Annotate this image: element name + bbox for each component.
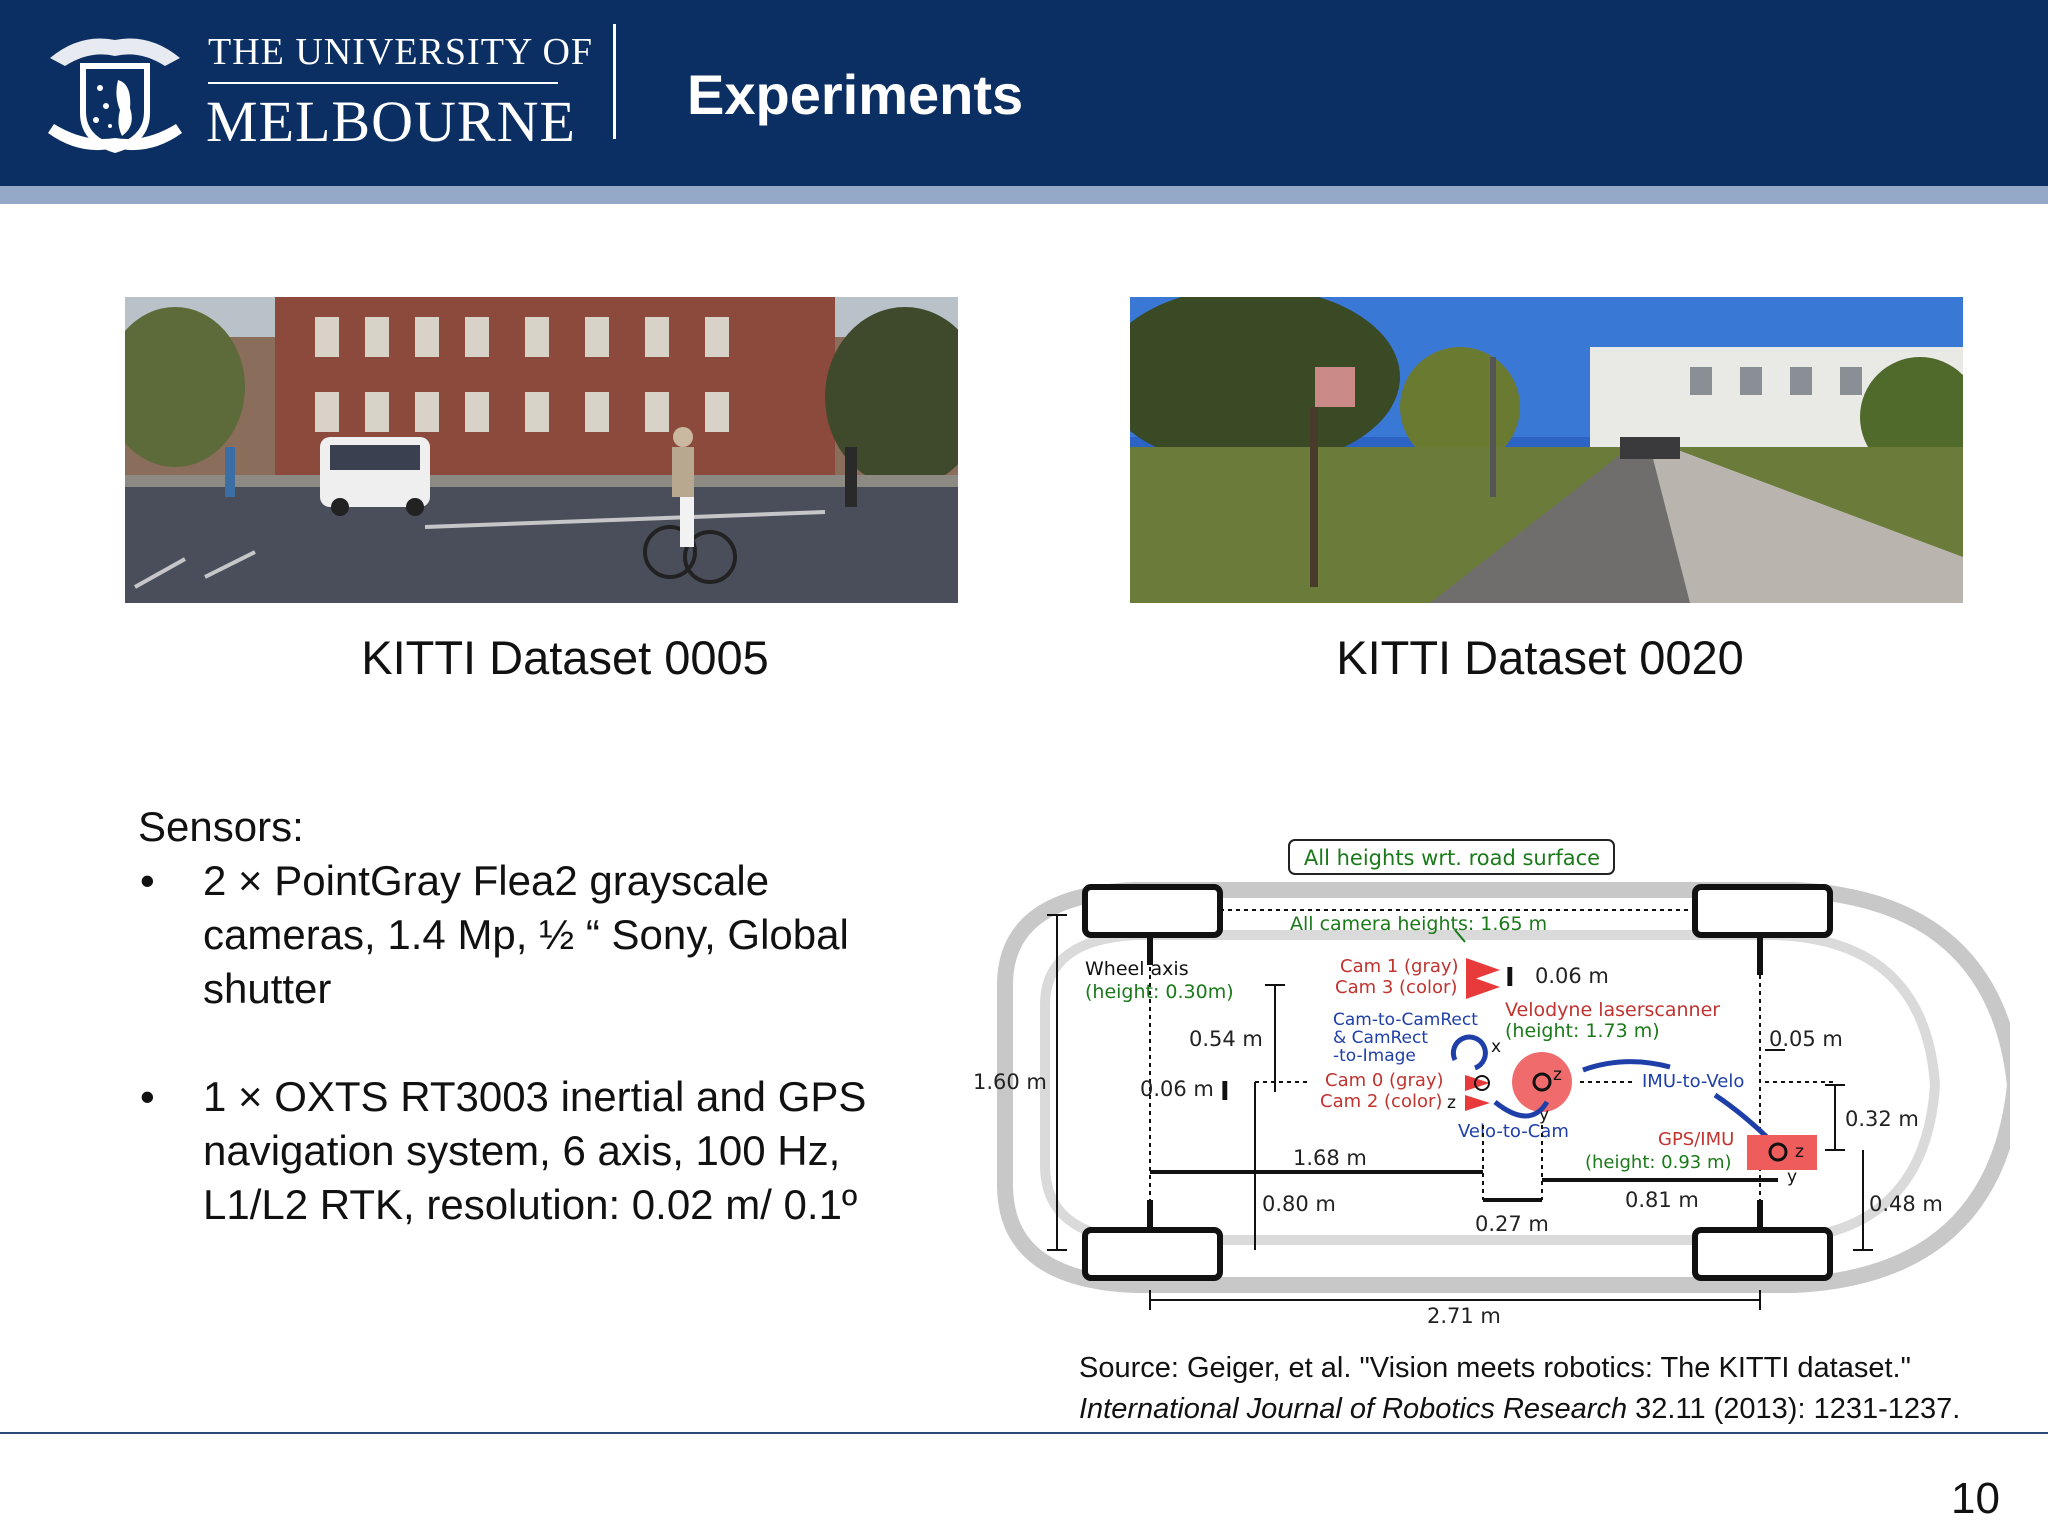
cam1-camera-icon	[1466, 958, 1500, 982]
cam0-label: Cam 0 (gray)	[1325, 1070, 1444, 1091]
wheel-rear-right	[1692, 1227, 1833, 1281]
sensors-section: Sensors: • 2 × PointGray Flea2 grayscale…	[138, 800, 898, 1232]
cam-rect-label-3: -to-Image	[1333, 1046, 1416, 1066]
bullet-icon: •	[140, 1073, 155, 1120]
wheel-axis-height: (height: 0.30m)	[1085, 981, 1234, 1003]
cam0-camera-icon	[1465, 1075, 1490, 1091]
velodyne-origin-icon	[1532, 1072, 1552, 1092]
dim-0-48-label: 0.48 m	[1869, 1192, 1943, 1216]
kitti-0020-photo	[1130, 297, 1963, 603]
header-divider	[613, 24, 616, 139]
cam-axis-x: x	[1491, 1037, 1501, 1057]
dim-0-06-left-label: 0.06 m	[1140, 1077, 1214, 1101]
university-crest-logo	[48, 38, 182, 153]
sensor-gps-text: 1 × OXTS RT3003 inertial and GPS navigat…	[203, 1073, 867, 1228]
gps-axis-z: z	[1795, 1142, 1804, 1162]
dim-0-54-label: 0.54 m	[1189, 1027, 1263, 1051]
source-details: 32.11 (2013): 1231-1237.	[1627, 1393, 1961, 1425]
dim-marker: I	[1220, 1077, 1230, 1107]
source-line1: Source: Geiger, et al. "Vision meets rob…	[1079, 1352, 1911, 1384]
cam-origin-icon	[1474, 1075, 1490, 1091]
dim-0-05-label: 0.05 m	[1769, 1027, 1843, 1051]
kitti-0005-caption: KITTI Dataset 0005	[361, 631, 769, 684]
cam2-camera-icon	[1465, 1095, 1490, 1111]
imu-to-velo-label: IMU-to-Velo	[1642, 1071, 1744, 1092]
note-box	[1288, 839, 1615, 875]
source-journal: International Journal of Robotics Resear…	[1079, 1393, 1628, 1425]
university-name-line1: THE UNIVERSITY OF	[208, 31, 594, 73]
cam-rect-label-1: Cam-to-CamRect	[1333, 1010, 1478, 1030]
university-name-line2: MELBOURNE	[206, 89, 576, 154]
note-text: All heights wrt. road surface	[1304, 846, 1600, 870]
dim-0-06-right-label: 0.06 m	[1535, 964, 1609, 988]
dim-0-27-label: 0.27 m	[1475, 1212, 1549, 1236]
dim-1-68-label: 1.68 m	[1293, 1146, 1367, 1170]
cam1-label: Cam 1 (gray)	[1340, 956, 1459, 977]
dim-1-60-label: 1.60 m	[973, 1070, 1047, 1094]
cam-axis-z: z	[1447, 1093, 1456, 1113]
camera-heights-label: All camera heights: 1.65 m	[1290, 913, 1547, 935]
velo-to-cam-arrow	[1493, 1100, 1550, 1119]
cam-rect-arrow	[1450, 1034, 1488, 1071]
slide-title: Experiments	[687, 63, 1024, 126]
sensor-list-item: • 2 × PointGray Flea2 grayscale cameras,…	[138, 854, 898, 1016]
velodyne-height: (height: 1.73 m)	[1505, 1020, 1660, 1042]
kitti-0020-caption: KITTI Dataset 0020	[1336, 631, 1744, 684]
bullet-icon: •	[140, 857, 155, 904]
wheel-axis-label: Wheel axis	[1085, 958, 1189, 980]
source-citation: Source: Geiger, et al. "Vision meets rob…	[1079, 1348, 1960, 1430]
wheel-front-left	[1082, 884, 1223, 938]
dim-0-80-label: 0.80 m	[1262, 1192, 1336, 1216]
wheel-rear-left	[1082, 1227, 1223, 1281]
velo-axis-y: y	[1539, 1105, 1549, 1125]
gps-imu-icon	[1747, 1135, 1817, 1170]
source-line2: International Journal of Robotics Resear…	[1079, 1389, 1960, 1430]
cam2-label: Cam 2 (color)	[1320, 1091, 1442, 1112]
sensor-setup-diagram: All heights wrt. road surface 1.60 m Whe…	[973, 839, 2010, 1328]
gps-axis-y: y	[1787, 1167, 1797, 1187]
header-bar	[0, 0, 2048, 186]
velodyne-label: Velodyne laserscanner	[1505, 999, 1720, 1021]
dim-0-81-label: 0.81 m	[1625, 1188, 1699, 1212]
gps-imu-label: GPS/IMU	[1658, 1129, 1734, 1150]
page-number: 10	[1951, 1474, 2000, 1523]
dim-2-71-label: 2.71 m	[1427, 1304, 1501, 1328]
footer-rule	[0, 1432, 2048, 1434]
velo-to-cam-label: Velo-to-Cam	[1458, 1121, 1569, 1142]
sensors-heading: Sensors:	[138, 803, 304, 850]
dim-marker: I	[1505, 963, 1515, 993]
gps-origin-icon	[1768, 1142, 1788, 1162]
sensor-list-item: • 1 × OXTS RT3003 inertial and GPS navig…	[138, 1070, 898, 1232]
wheel-front-right	[1692, 884, 1833, 938]
cam3-camera-icon	[1466, 975, 1500, 999]
cam-rect-label-2: & CamRect	[1333, 1028, 1428, 1048]
imu-to-velo-arrow	[1582, 1059, 1671, 1073]
dim-0-32-label: 0.32 m	[1845, 1107, 1919, 1131]
sensor-camera-text: 2 × PointGray Flea2 grayscale cameras, 1…	[203, 857, 849, 1012]
university-name-rule	[208, 82, 558, 84]
velo-axis-z: z	[1553, 1065, 1562, 1085]
kitti-0005-photo	[125, 297, 958, 603]
camera-heights-arrow	[1454, 929, 1466, 943]
cam3-label: Cam 3 (color)	[1335, 977, 1457, 998]
velodyne-icon	[1512, 1052, 1572, 1112]
gps-imu-height: (height: 0.93 m)	[1585, 1152, 1732, 1173]
header-stripe	[0, 186, 2048, 204]
